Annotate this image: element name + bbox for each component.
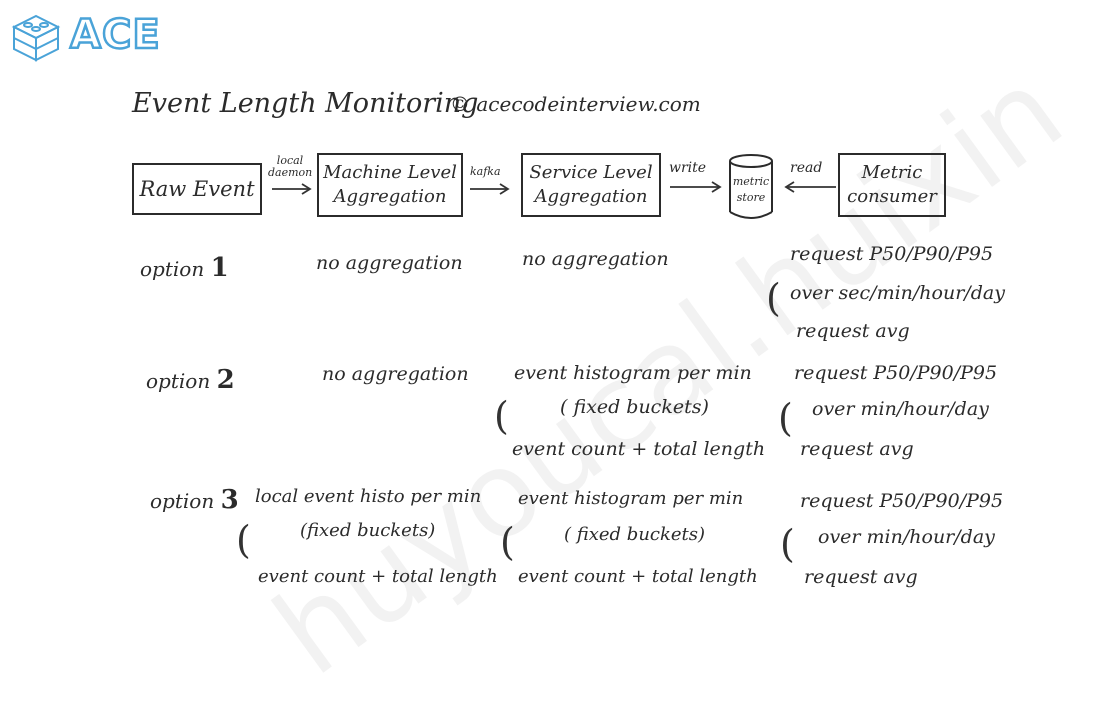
arrow-right-icon [272,183,312,195]
brace-icon: ( [494,394,509,438]
arrow2-label: kafka [470,165,501,178]
option-3-machine-1: local event histo per min [255,486,482,507]
brace-icon: ( [780,522,795,566]
store-label: metric store [732,175,770,204]
copyright: © acecodeinterview.com [450,92,701,116]
option-2-service-3: event count + total length [512,438,766,460]
option-3-machine-3: event count + total length [258,566,498,587]
option-3-label: option 3 [150,485,239,515]
arrow3-label: write [669,160,707,176]
logo-text: ACE [69,11,161,60]
brace-icon: ( [766,276,781,320]
option-3-consumer-1: request P50/P90/P95 [800,490,1004,512]
option-1-consumer-2: over sec/min/hour/day [790,282,1005,304]
option-1-service: no aggregation [522,248,669,270]
machine-label-1: Machine Level [323,162,457,183]
arrow-right-icon [670,181,722,193]
option-3-consumer-3: request avg [804,566,918,588]
machine-label-2: Aggregation [333,186,447,207]
arrow-right-icon [470,183,510,195]
service-label-1: Service Level [529,162,653,183]
option-2-consumer-3: request avg [800,438,914,460]
option-2-machine: no aggregation [322,363,469,385]
option-2-consumer-2: over min/hour/day [812,398,989,420]
raw-event-box: Raw Event [132,163,262,215]
option-1-consumer-3: request avg [796,320,910,342]
option-1-label: option 1 [140,253,229,283]
option-3-service-3: event count + total length [518,566,758,587]
brace-icon: ( [500,520,515,564]
arrow1-label: local daemon [268,154,313,179]
service-box: Service Level Aggregation [521,153,661,217]
option-3-service-1: event histogram per min [518,488,744,509]
option-2-service-2: ( fixed buckets) [560,396,709,418]
brace-icon: ( [236,518,251,562]
consumer-box: Metric consumer [838,153,946,217]
logo-blocks-icon [11,14,61,62]
brace-icon: ( [778,396,793,440]
arrow4-label: read [790,160,823,176]
option-3-machine-2: (fixed buckets) [300,520,436,541]
logo: ACE [8,10,173,66]
option-2-service-1: event histogram per min [514,362,752,384]
option-3-service-2: ( fixed buckets) [564,524,706,545]
option-2-consumer-1: request P50/P90/P95 [794,362,998,384]
machine-box: Machine Level Aggregation [317,153,463,217]
arrow-left-icon [784,181,836,193]
page-title: Event Length Monitoring [132,88,479,119]
consumer-label-2: consumer [847,186,937,207]
service-label-2: Aggregation [534,186,648,207]
option-1-consumer-1: request P50/P90/P95 [790,243,994,265]
option-2-label: option 2 [146,365,235,395]
option-3-consumer-2: over min/hour/day [818,526,995,548]
option-1-machine: no aggregation [316,252,463,274]
raw-event-label: Raw Event [139,177,255,201]
database-icon [729,154,773,219]
consumer-label-1: Metric [861,162,923,183]
